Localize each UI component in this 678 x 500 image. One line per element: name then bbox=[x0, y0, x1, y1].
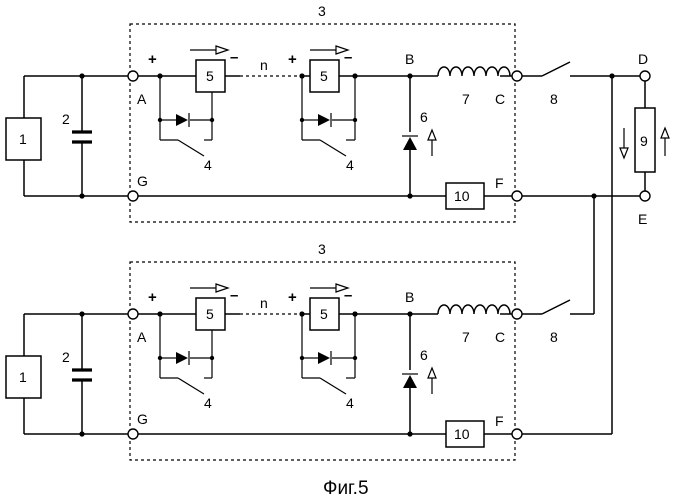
terminal-d bbox=[640, 71, 650, 81]
module-1: 3 1 2 5 5 + – + – n A B C G F 4 4 6 7 8 … bbox=[6, 3, 570, 222]
series-count-label: n bbox=[260, 57, 268, 73]
minus-sign: – bbox=[344, 287, 352, 304]
load-section: 9 D E bbox=[522, 51, 669, 434]
plus-sign: + bbox=[288, 51, 297, 68]
inductor-label: 7 bbox=[462, 91, 470, 107]
minus-sign: – bbox=[230, 287, 238, 304]
minus-sign: – bbox=[344, 49, 352, 66]
node-g-label: G bbox=[137, 411, 148, 427]
inductor-label: 7 bbox=[462, 329, 470, 345]
diode-label: 6 bbox=[420, 347, 428, 363]
node-b-label: B bbox=[405, 289, 414, 305]
node-b-label: B bbox=[405, 51, 414, 67]
sensor-label: 10 bbox=[454, 188, 470, 204]
module-label: 3 bbox=[318, 241, 326, 257]
capacitor-label: 2 bbox=[62, 111, 70, 127]
terminal-e bbox=[640, 191, 650, 201]
node-a-label: A bbox=[137, 91, 147, 107]
node-a-label: A bbox=[137, 329, 147, 345]
source-label: 1 bbox=[19, 369, 27, 385]
switch-label-left: 4 bbox=[204, 395, 212, 411]
capacitor-label: 2 bbox=[62, 349, 70, 365]
module-2: 3 1 2 5 5 + – + – n A B C G F 4 4 6 7 8 … bbox=[6, 241, 570, 460]
module-label: 3 bbox=[318, 3, 326, 19]
plus-sign: + bbox=[288, 289, 297, 306]
breaker-label: 8 bbox=[550, 91, 558, 107]
switch-label-right: 4 bbox=[346, 157, 354, 173]
node-g-label: G bbox=[137, 173, 148, 189]
load-voltage-arrow bbox=[661, 128, 669, 138]
diode-label: 6 bbox=[420, 109, 428, 125]
figure-caption: Фиг.5 bbox=[323, 478, 369, 499]
cell-label-right: 5 bbox=[320, 68, 328, 84]
breaker-label: 8 bbox=[550, 329, 558, 345]
switch-label-left: 4 bbox=[204, 157, 212, 173]
series-count-label: n bbox=[260, 295, 268, 311]
node-e-label: E bbox=[638, 211, 647, 227]
cell-label-left: 5 bbox=[206, 306, 214, 322]
minus-sign: – bbox=[230, 49, 238, 66]
node-f-label: F bbox=[495, 175, 504, 191]
load-current-arrow bbox=[620, 148, 628, 158]
plus-sign: + bbox=[148, 51, 157, 68]
plus-sign: + bbox=[148, 289, 157, 306]
sensor-label: 10 bbox=[454, 426, 470, 442]
load-label: 9 bbox=[640, 133, 648, 149]
node-c-label: C bbox=[495, 91, 505, 107]
cell-label-left: 5 bbox=[206, 68, 214, 84]
switch-label-right: 4 bbox=[346, 395, 354, 411]
node-f-label: F bbox=[495, 413, 504, 429]
source-label: 1 bbox=[19, 131, 27, 147]
node-c-label: C bbox=[495, 329, 505, 345]
node-d-label: D bbox=[638, 51, 648, 67]
cell-label-right: 5 bbox=[320, 306, 328, 322]
